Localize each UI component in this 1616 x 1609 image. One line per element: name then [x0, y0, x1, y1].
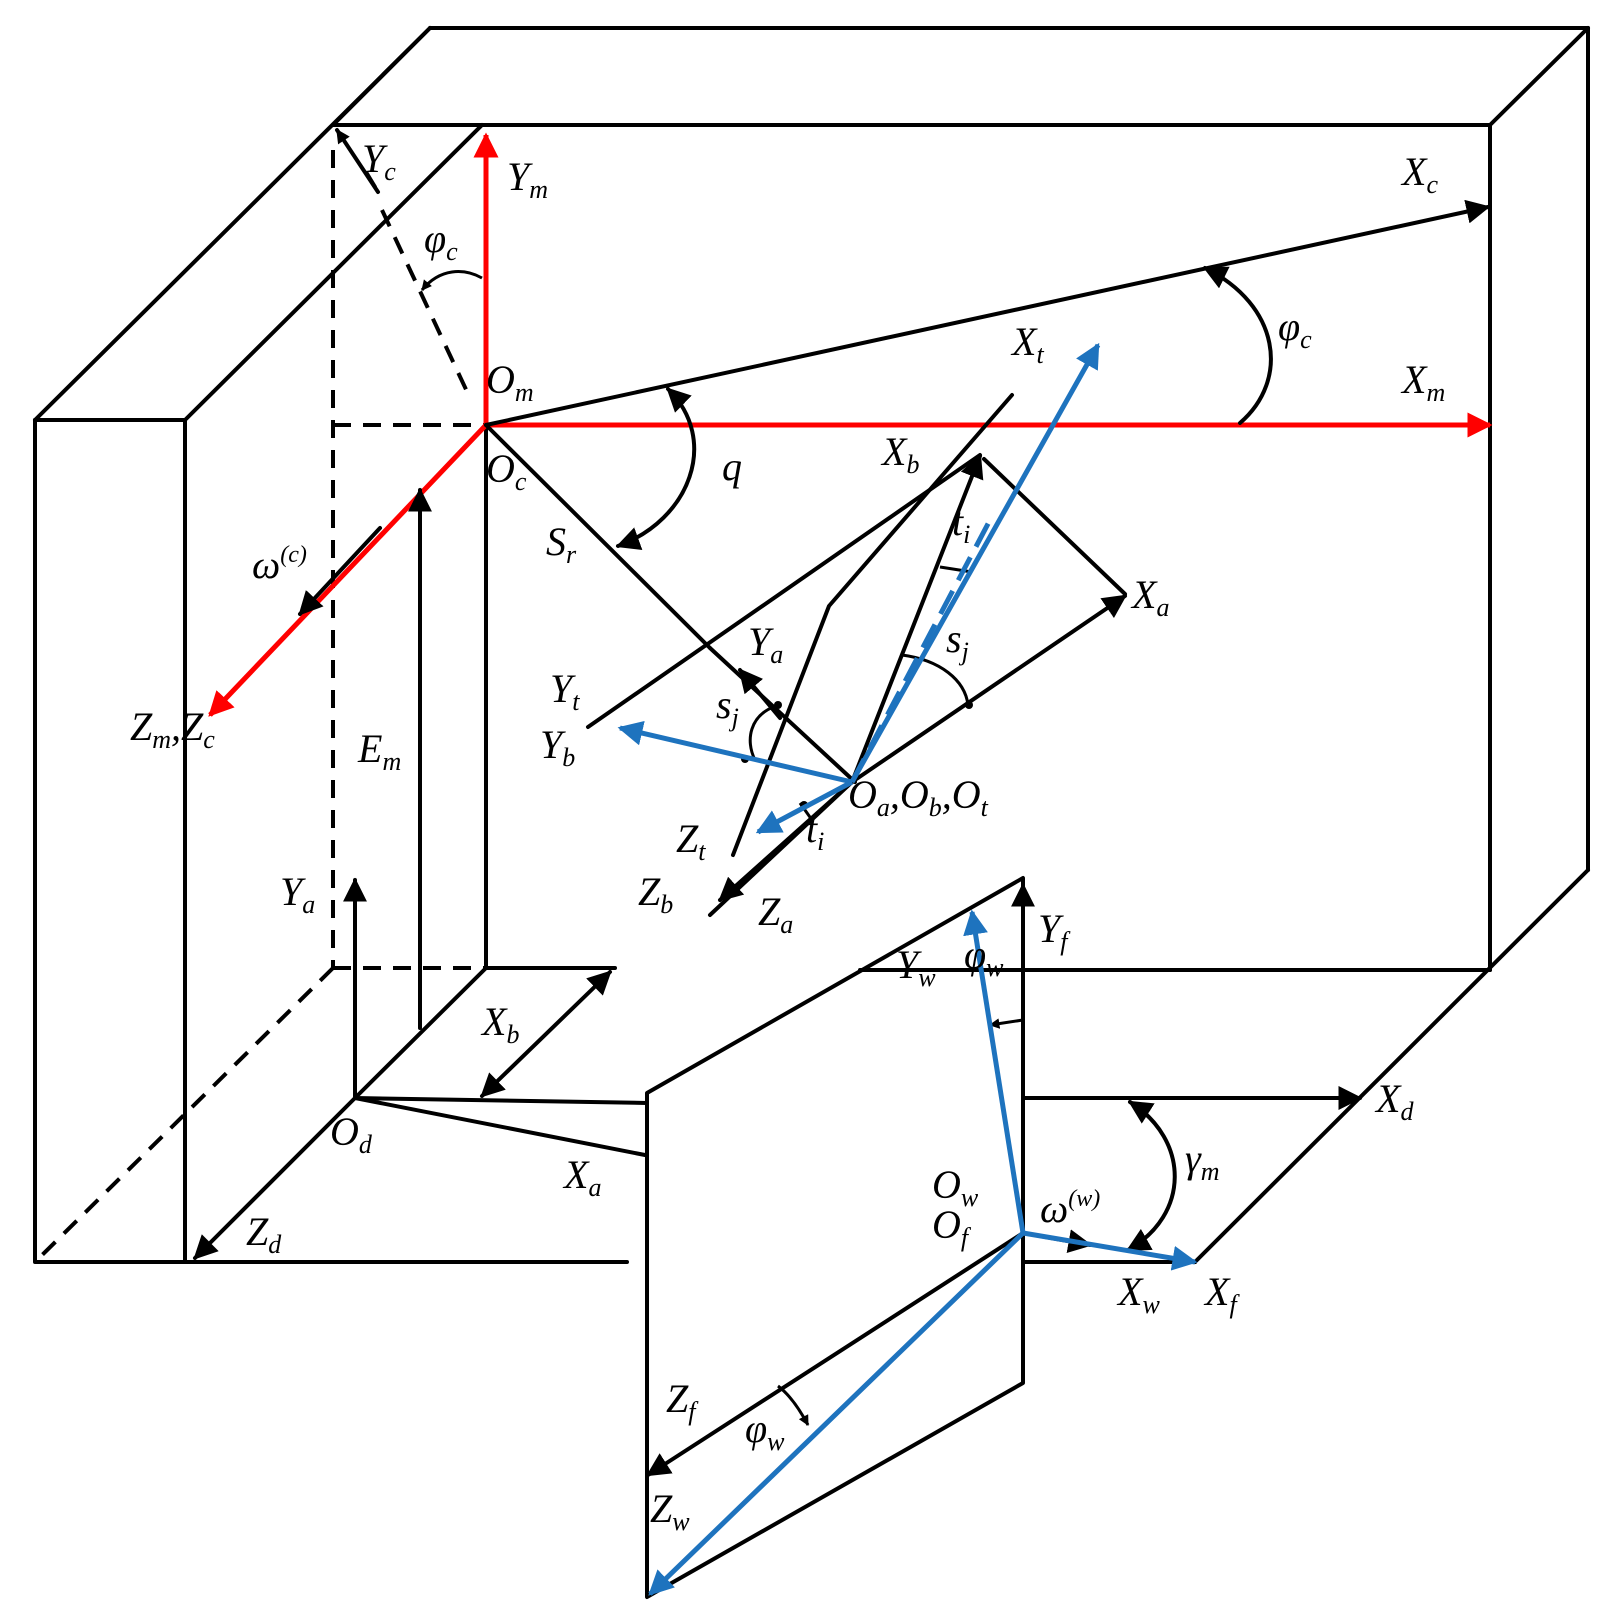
arc-phi-c-right [1202, 266, 1273, 425]
label-phi-c-top: φc [424, 216, 458, 266]
label-xd: Xd [1374, 1076, 1414, 1126]
label-xa-low: Xa [562, 1152, 601, 1202]
label-om: Om [486, 357, 534, 407]
label-xc: Xc [1400, 149, 1438, 199]
label-ya-mid: Ya [748, 619, 783, 669]
label-omega-c: ω(c) [252, 542, 307, 587]
axis-zw [648, 1231, 1025, 1596]
axis-zd [193, 1096, 357, 1260]
radial-sr [484, 423, 712, 650]
omega-c-arrow [298, 526, 382, 616]
label-zd: Zd [246, 1209, 282, 1259]
axis-xb-blade [850, 453, 984, 784]
label-zf: Zf [666, 1376, 699, 1426]
arc-phi-c-top [420, 270, 483, 291]
label-gamma-m: γm [1185, 1136, 1220, 1186]
label-em: Em [357, 726, 401, 776]
axis-ya-blade [738, 668, 782, 720]
label-od: Od [330, 1109, 373, 1159]
outer-box [33, 26, 1590, 1264]
axis-xc [484, 199, 1491, 427]
label-ti-bottom: ti [806, 806, 824, 856]
label-sj-left: sj [716, 682, 739, 732]
arc-phi-w-bottom [777, 1384, 810, 1426]
label-xm: Xm [1400, 357, 1445, 407]
label-xb-low: Xb [480, 999, 519, 1049]
labels: Ym Yc φc Xc φc Xt Om Xm Oc q Xb ti Sr ω(… [130, 136, 1445, 1536]
label-yw: Yw [896, 942, 936, 992]
label-ya-low: Ya [280, 869, 315, 919]
label-phi-c-right: φc [1278, 304, 1312, 354]
axis-yt [617, 720, 853, 785]
label-xb-top: Xb [880, 429, 919, 479]
label-zw: Zw [650, 1486, 690, 1536]
axis-xa-blade [850, 594, 1127, 784]
label-zb: Zb [638, 869, 673, 919]
bed-frames [193, 877, 1363, 1260]
arc-gamma-m [1125, 1100, 1177, 1252]
axis-zf [645, 1231, 1025, 1477]
dim-xb [480, 970, 612, 1098]
label-yf: Yf [1038, 906, 1071, 956]
label-sr: Sr [546, 519, 577, 569]
label-phi-w-bottom: φw [745, 1406, 785, 1456]
axis-yc [335, 128, 380, 194]
label-q: q [722, 444, 742, 489]
label-xw: Xw [1116, 1269, 1160, 1319]
label-ti-top: ti [952, 499, 970, 549]
cradle-frame [298, 128, 1491, 1030]
arc-ti-top [939, 565, 973, 574]
grinding-wheel-plane [645, 876, 1025, 1599]
axis-yw [963, 909, 1026, 1234]
label-yt: Yt [550, 666, 580, 716]
label-oc: Oc [486, 446, 527, 496]
blade-edge [982, 457, 1127, 596]
workpiece-frames [645, 882, 1198, 1596]
axis-xt [849, 342, 1101, 784]
arc-sj-right [901, 653, 970, 706]
axis-xt-dashed [849, 518, 993, 784]
label-phi-w-top: φw [964, 932, 1004, 982]
label-oa-ob-ot: Oa,Ob,Ot [848, 772, 989, 822]
label-zm-zc: Zm,Zc [130, 704, 215, 754]
label-xf: Xf [1203, 1269, 1240, 1319]
label-of: Of [932, 1202, 972, 1252]
blade-profile [731, 393, 1014, 857]
label-sj-right: sj [946, 616, 969, 666]
label-ym: Ym [507, 154, 548, 204]
label-yc: Yc [362, 136, 396, 186]
label-omega-w: ω(w) [1040, 1186, 1100, 1231]
axis-zt [755, 779, 854, 835]
label-xt-top: Xt [1010, 319, 1044, 369]
axis-xw [1022, 1230, 1198, 1271]
axis-zb-blade [708, 780, 854, 917]
arc-q [615, 387, 697, 550]
label-za: Za [758, 889, 793, 939]
label-xa-right: Xa [1130, 572, 1169, 622]
label-ow: Ow [932, 1162, 979, 1212]
arc-phi-w-top [988, 1018, 1024, 1029]
label-zt: Zt [676, 816, 706, 866]
arc-sj-left [748, 704, 777, 761]
label-yb: Yb [540, 722, 575, 772]
axis-zm [208, 423, 488, 717]
blade-frames [586, 342, 1127, 917]
